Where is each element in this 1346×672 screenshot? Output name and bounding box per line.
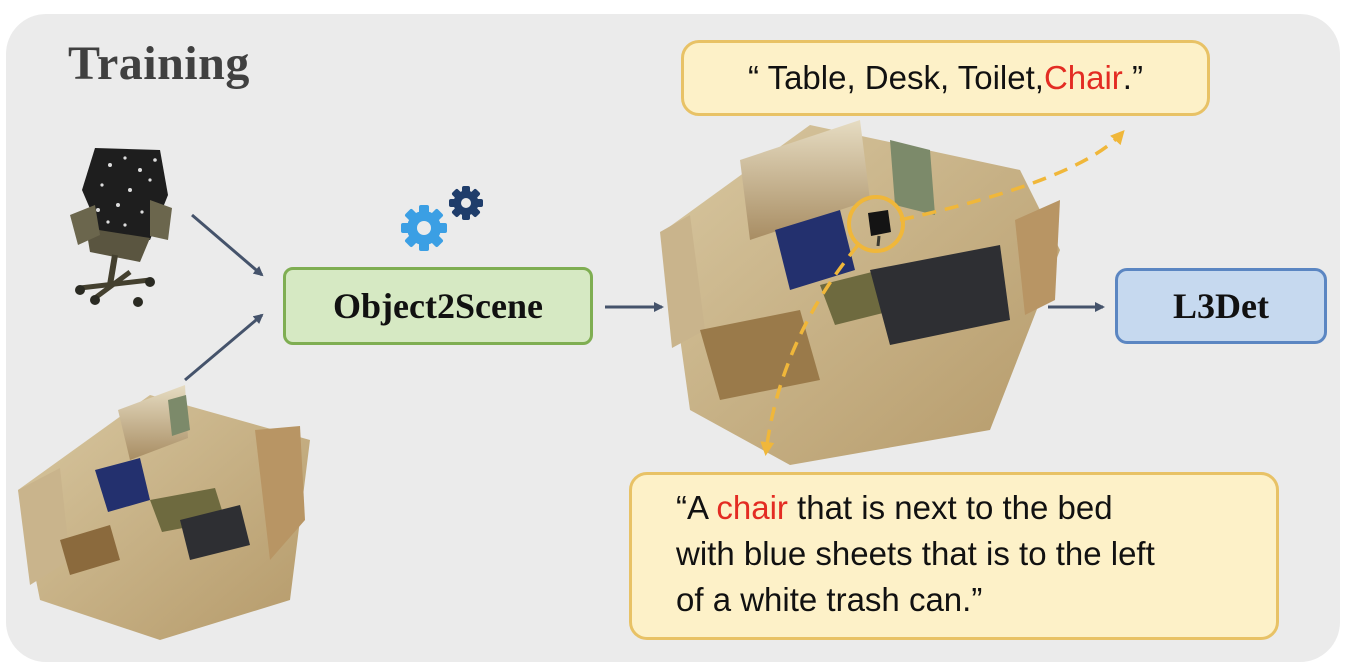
diagram-title: Training (68, 37, 250, 90)
augmented-room-scene-point-cloud (660, 120, 1060, 465)
annotation-arrows (760, 130, 1125, 456)
category-highlight: Chair (1043, 59, 1123, 96)
expression-line-1-rest: that is next to the bed (787, 489, 1113, 526)
gears-icon (401, 186, 483, 251)
expression-line-1: “A chair that is next to the bed (676, 485, 1276, 531)
object2scene-node: Object2Scene (283, 267, 593, 345)
expression-highlight: chair (716, 489, 788, 526)
expression-prefix: “A (676, 489, 717, 526)
room-scene-point-cloud (18, 385, 310, 640)
expression-line-3: of a white trash can.” (676, 581, 983, 618)
referring-expression-callout: “A chair that is next to the bed with bl… (629, 472, 1279, 640)
expression-line-2: with blue sheets that is to the left (676, 535, 1155, 572)
flow-arrows (184, 213, 1105, 382)
chair-point-cloud (70, 148, 172, 307)
l3det-node: L3Det (1115, 268, 1327, 344)
category-list-prefix: “ Table, Desk, Toilet, (748, 59, 1044, 96)
category-list-suffix: .” (1122, 59, 1143, 96)
category-list-callout: “ Table, Desk, Toilet, Chair.” (681, 40, 1210, 116)
